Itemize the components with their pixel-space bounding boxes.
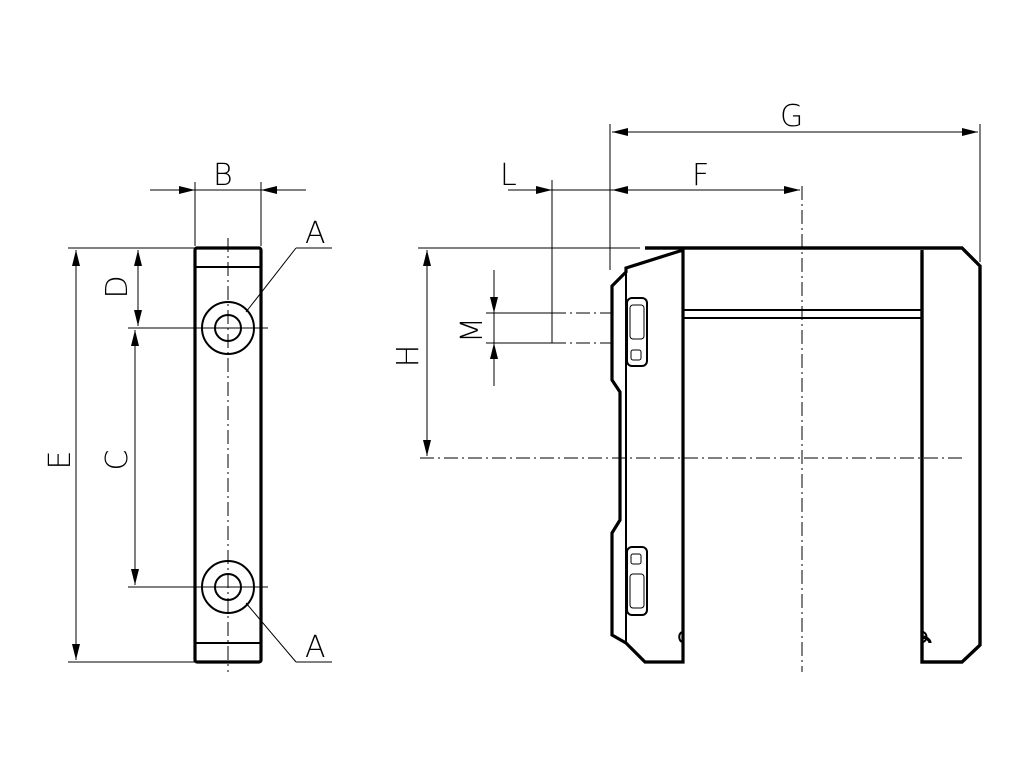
b-label: B [213, 158, 233, 193]
e-label: E [43, 451, 78, 470]
l-label: L [500, 158, 517, 193]
top-slot [626, 297, 648, 367]
front-view: G F L H M [391, 99, 982, 672]
g-label: G [780, 99, 803, 134]
top-slot-mark [630, 349, 642, 361]
side-view: B D C E A A [43, 158, 332, 672]
a-bottom-leader [245, 602, 297, 663]
a-top-label: A [305, 216, 326, 251]
m-label: M [455, 317, 490, 343]
top-slot-inner [629, 304, 645, 340]
bottom-slot-inner [629, 573, 645, 609]
bottom-slot [626, 546, 648, 616]
f-label: F [692, 158, 709, 193]
right-leg-notch [921, 631, 928, 643]
left-leg-notch [678, 631, 684, 643]
a-top-leader [245, 247, 297, 313]
h-label: H [391, 345, 426, 368]
a-bottom-label: A [305, 630, 326, 665]
d-label: D [100, 275, 135, 298]
bottom-slot-mark [630, 553, 642, 565]
c-label: C [100, 450, 135, 471]
